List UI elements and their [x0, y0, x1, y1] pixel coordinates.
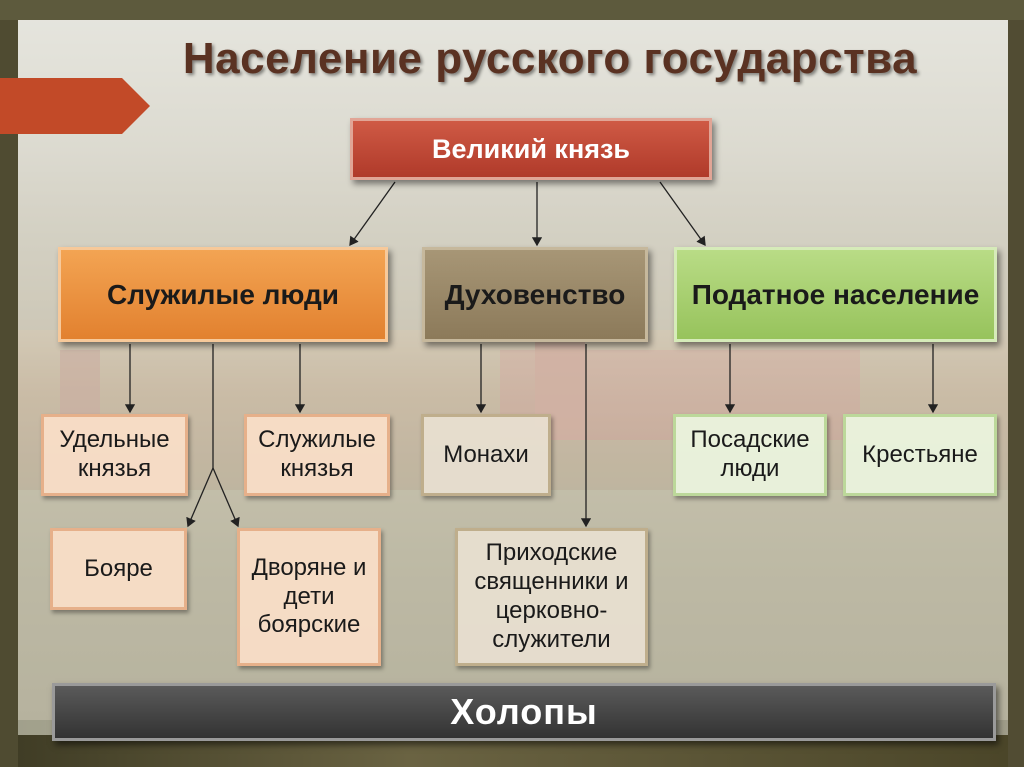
node-parish-priests: Приходские священники и церковно-служите… [455, 528, 648, 666]
node-clergy: Духовенство [422, 247, 648, 342]
node-service-princes: Служилые князья [244, 414, 390, 496]
node-taxable-population: Податное население [674, 247, 997, 342]
node-serving-people: Служилые люди [58, 247, 388, 342]
node-boyars: Бояре [50, 528, 187, 610]
node-peasants: Крестьяне [843, 414, 997, 496]
node-serfs: Холопы [52, 683, 996, 741]
frame-right [1008, 0, 1024, 767]
frame-left [0, 0, 18, 767]
frame-top [0, 0, 1024, 20]
node-appanage-princes: Удельные князья [41, 414, 188, 496]
page-title: Население русского государства [182, 34, 918, 83]
title-accent-tab [0, 78, 150, 134]
node-nobles-boyar-children: Дворяне и дети боярские [237, 528, 381, 666]
node-grand-prince: Великий князь [350, 118, 712, 180]
node-townspeople: Посадские люди [673, 414, 827, 496]
node-monks: Монахи [421, 414, 551, 496]
